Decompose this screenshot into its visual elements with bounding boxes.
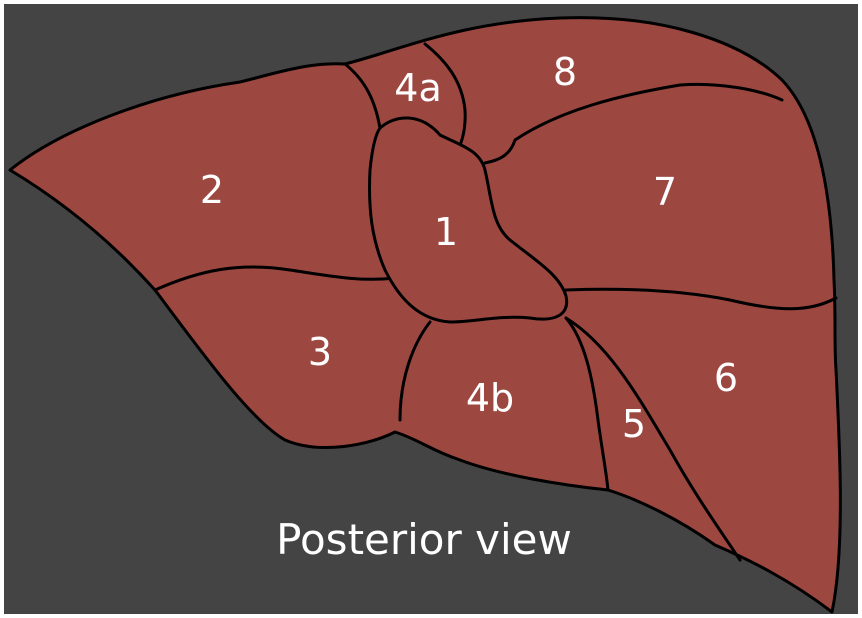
boundary-5-6: [564, 316, 742, 562]
segment-6-label: 6: [713, 356, 739, 400]
segment-3-label: 3: [307, 330, 333, 374]
segment-4a-label: 4a: [394, 66, 442, 110]
caudate-lobe: [368, 116, 569, 324]
segment-8-label: 8: [552, 50, 578, 94]
boundary-2-3: [153, 265, 397, 292]
boundary-4a-8: [423, 42, 467, 147]
segment-2-label: 2: [199, 168, 225, 212]
segment-7-label: 7: [652, 170, 678, 214]
boundary-4b-5: [564, 316, 610, 492]
segment-1-label: 1: [433, 210, 459, 254]
segment-4b-label: 4b: [465, 376, 515, 420]
view-caption: Posterior view: [276, 515, 572, 564]
boundary-7-8: [483, 82, 784, 165]
boundary-3-4b: [398, 320, 432, 422]
segment-5-label: 5: [621, 402, 647, 446]
boundary-2-4a: [343, 62, 382, 130]
boundary-6-7: [564, 287, 838, 311]
